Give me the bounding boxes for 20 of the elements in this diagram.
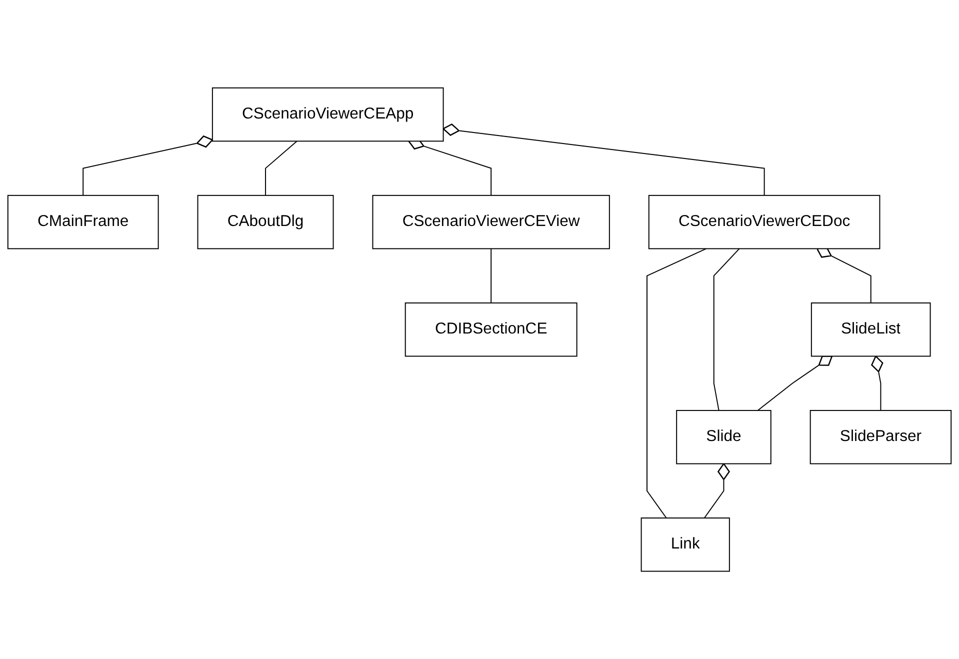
node-box: CMainFrame (7, 194, 159, 250)
connector (713, 248, 740, 411)
node-box: SlideList (810, 302, 931, 357)
node-box: CScenarioViewerCEView (372, 194, 610, 250)
connector (704, 463, 730, 518)
node-box: SlideParser (810, 410, 952, 464)
connector (442, 124, 765, 196)
node-box: CScenarioViewerCEApp (212, 87, 444, 142)
node-box: CDIBSectionCE (404, 302, 578, 357)
connector (646, 248, 707, 518)
node-box: CScenarioViewerCEDoc (648, 194, 880, 250)
node-box: Link (640, 517, 730, 572)
node-box: Slide (676, 410, 772, 464)
connector (757, 355, 833, 411)
connector (871, 356, 884, 411)
node-box: CAboutDlg (197, 194, 334, 250)
connector (490, 248, 492, 304)
connector (265, 140, 298, 196)
connector (816, 246, 872, 304)
connector (82, 135, 214, 196)
